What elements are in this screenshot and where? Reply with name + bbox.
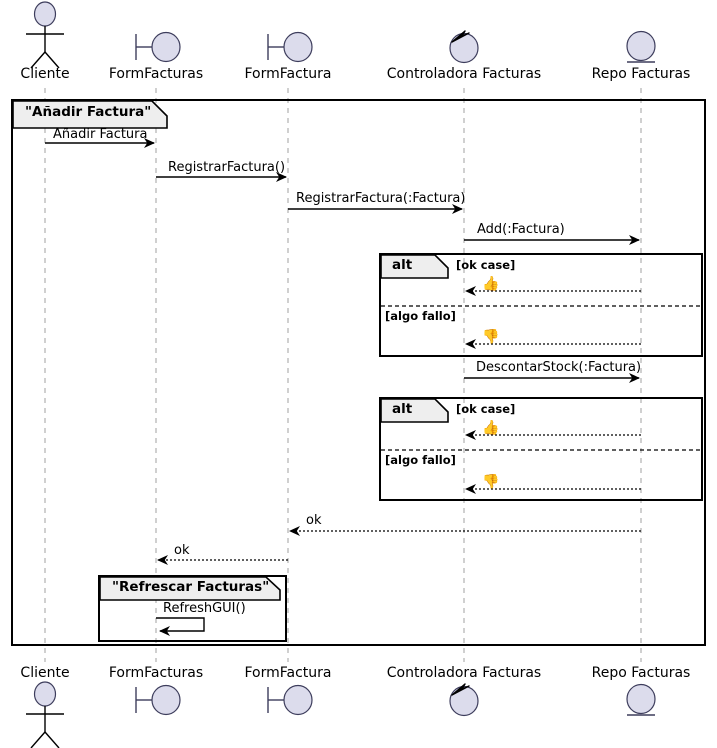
participant-label-repo-bottom: Repo Facturas — [591, 665, 691, 681]
boundary-icon-formfacturas-bottom — [135, 684, 181, 716]
entity-icon-repo-bottom — [626, 683, 656, 716]
alt-guard-2-fail: [algo fallo] — [385, 453, 456, 467]
actor-stickman-icon-top — [26, 1, 64, 69]
message-label-ok-2: ok — [174, 543, 190, 558]
frame-header-tab — [12, 100, 168, 129]
boundary-icon-formfactura-bottom — [267, 684, 313, 716]
message-label-return-fail-1: 👎 — [482, 329, 500, 345]
control-icon-controladora-top — [449, 30, 479, 64]
alt-tag-1: alt — [392, 257, 413, 273]
participant-label-cliente-top: Cliente — [20, 66, 70, 82]
alt-guard-2-ok: [ok case] — [456, 402, 516, 416]
message-arrows — [45, 138, 641, 636]
message-label-return-ok-2: 👍 — [482, 420, 500, 436]
message-label-descontarstock: DescontarStock(:Factura) — [476, 360, 642, 375]
participant-label-formfactura-top: FormFactura — [244, 66, 332, 82]
entity-icon-repo-top — [626, 30, 656, 63]
message-label-registrarfactura: RegistrarFactura() — [168, 160, 286, 175]
alt-tag-2: alt — [392, 401, 413, 417]
frame-title-anadir-factura: "Añadir Factura" — [25, 104, 152, 120]
frame-refrescar-facturas — [98, 575, 287, 642]
participant-label-cliente-bottom: Cliente — [20, 665, 70, 681]
frame-title-refrescar-facturas: "Refrescar Facturas" — [112, 579, 270, 595]
message-label-ok-1: ok — [306, 513, 322, 528]
message-label-refreshgui: RefreshGUI() — [163, 601, 246, 616]
alt-header-tab-1 — [380, 254, 449, 279]
message-label-return-ok-1: 👍 — [482, 276, 500, 292]
participant-label-repo-top: Repo Facturas — [591, 66, 691, 82]
participant-label-formfacturas-bottom: FormFacturas — [108, 665, 204, 681]
refrescar-header-tab — [99, 576, 281, 601]
actor-stickman-icon-bottom — [26, 681, 64, 748]
msg-arrow-refreshgui-self — [156, 617, 205, 636]
alt-guard-1-fail: [algo fallo] — [385, 309, 456, 323]
boundary-icon-formfactura-top — [267, 31, 313, 63]
participant-label-controladora-top: Controladora Facturas — [386, 66, 542, 82]
frame-anadir-factura — [11, 99, 706, 646]
message-label-add-factura: Add(:Factura) — [477, 222, 565, 237]
alt-header-tab-2 — [380, 398, 449, 423]
alt-fragment-1 — [379, 253, 703, 357]
participant-label-controladora-bottom: Controladora Facturas — [386, 665, 542, 681]
message-label-registrarfactura-factura: RegistrarFactura(:Factura) — [296, 191, 466, 206]
participant-label-formfacturas-top: FormFacturas — [108, 66, 204, 82]
alt-fragment-2 — [379, 397, 703, 501]
message-label-anadir-factura: Añadir Factura — [53, 127, 148, 142]
control-icon-controladora-bottom — [449, 683, 479, 717]
participant-label-formfactura-bottom: FormFactura — [244, 665, 332, 681]
alt-guard-1-ok: [ok case] — [456, 258, 516, 272]
message-label-return-fail-2: 👎 — [482, 474, 500, 490]
boundary-icon-formfacturas-top — [135, 31, 181, 63]
